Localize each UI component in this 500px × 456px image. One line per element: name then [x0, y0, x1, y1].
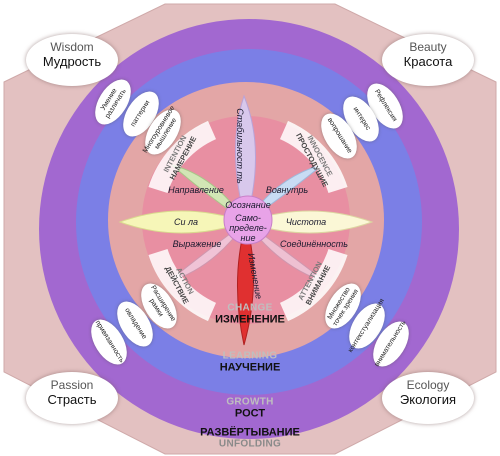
petal-stability: Стабильност ть [235, 108, 245, 184]
growth-label-en: GROWTH [226, 396, 274, 408]
corner-beauty-ru: Красота [403, 54, 453, 69]
change-label-ru: ИЗМЕНЕНИЕ [215, 313, 285, 326]
change-label: CHANGE ИЗМЕНЕНИЕ [215, 303, 285, 326]
corner-ecology-ru: Экология [399, 392, 457, 407]
growth-label-ru: РОСТ [234, 407, 266, 420]
learning-label-en: LEARNING [222, 350, 278, 362]
growth-label: GROWTH РОСТ [226, 397, 273, 420]
petal-purity: Чистота [285, 217, 327, 227]
unfolding-label-ru: РАЗВЁРТЫВАНИЕ [200, 426, 300, 439]
petal-inward: Вовнутрь [265, 185, 309, 195]
corner-wisdom: Wisdom Мудрость [26, 34, 118, 86]
petal-connection: Соединённость [280, 239, 348, 249]
core-self-definition: Само- пределе- ние [229, 213, 267, 243]
corner-passion-en: Passion [50, 378, 94, 392]
learning-label-ru: НАУЧЕНИЕ [219, 361, 281, 374]
unfolding-label-en: UNFOLDING [218, 438, 282, 450]
petal-top [235, 94, 256, 224]
petal-direction: Направление [168, 185, 224, 195]
corner-wisdom-en: Wisdom [50, 40, 94, 54]
attention-arc [279, 248, 348, 322]
corner-beauty-en: Beauty [409, 40, 447, 54]
unfolding-label: РАЗВЁРТЫВАНИЕ UNFOLDING [200, 427, 300, 450]
petal-bottom [237, 220, 254, 346]
action-arc [148, 248, 217, 322]
core-circle [223, 195, 273, 245]
petal-star [118, 94, 374, 346]
corner-ecology-en: Ecology [406, 378, 450, 392]
corner-passion-ru: Страсть [47, 392, 97, 407]
intention-arc [148, 120, 217, 194]
petal-expression: Выражение [172, 239, 222, 249]
innocence-arc [279, 120, 348, 194]
corner-passion: Passion Страсть [26, 372, 118, 424]
corner-beauty: Beauty Красота [382, 34, 474, 86]
change-label-en: CHANGE [227, 302, 273, 314]
petal-left [118, 210, 248, 234]
petal-force: Си ла [173, 217, 199, 227]
core-awareness: Осознание [225, 200, 271, 210]
corner-ecology: Ecology Экология [382, 372, 474, 424]
petal-right [244, 210, 374, 234]
learning-label: LEARNING НАУЧЕНИЕ [220, 351, 281, 374]
corner-wisdom-ru: Мудрость [42, 54, 102, 69]
